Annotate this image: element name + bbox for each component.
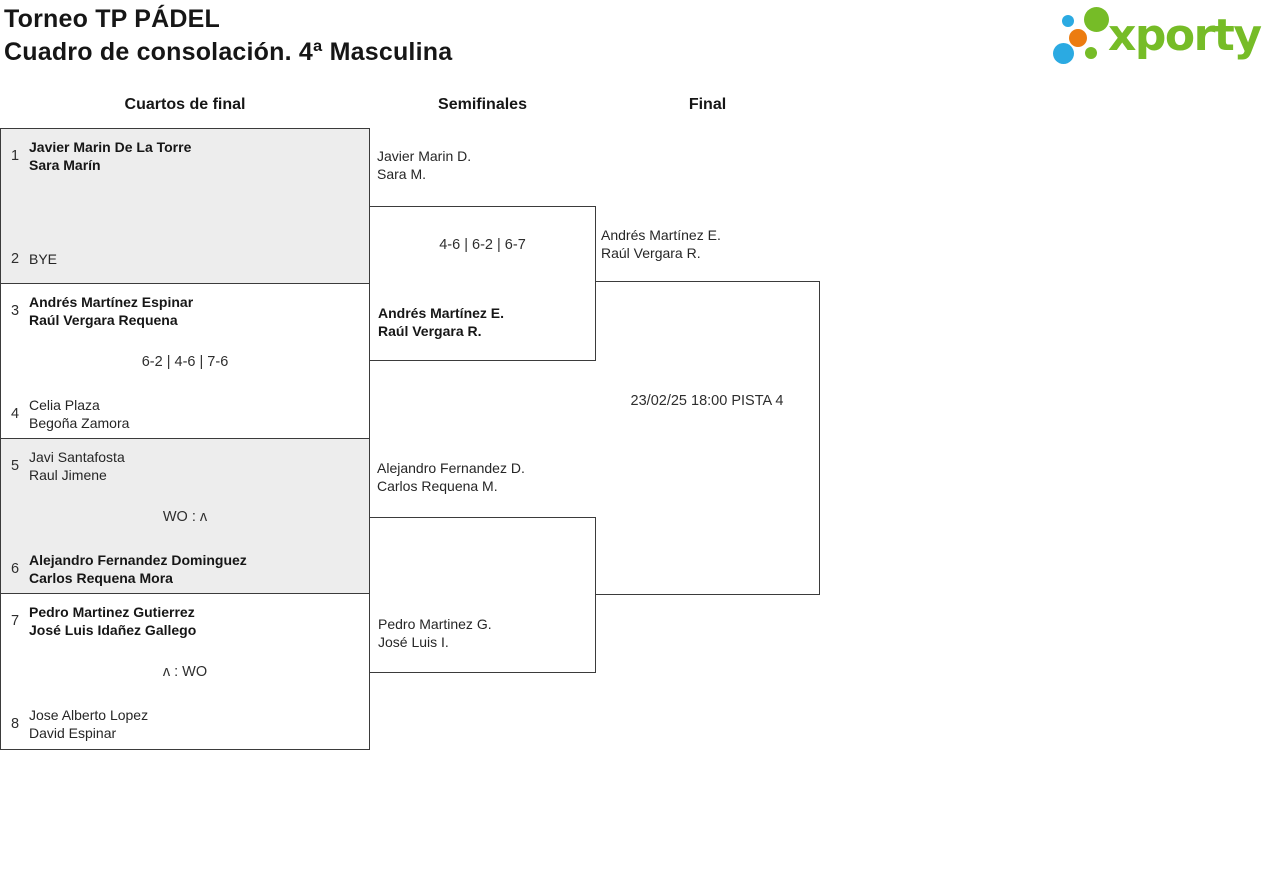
player-name: Sara M. <box>377 166 427 182</box>
seed-number: 2 <box>10 251 20 267</box>
player-name: Sara Marín <box>29 157 101 173</box>
player-name: Raúl Vergara R. <box>378 323 482 339</box>
logo-dot-green-small-icon <box>1085 47 1097 59</box>
final-top-team: Andrés Martínez E. Raúl Vergara R. <box>601 226 816 262</box>
player-name: Carlos Requena M. <box>377 478 498 494</box>
player-name: José Luis Idañez Gallego <box>29 622 197 638</box>
player-name: Carlos Requena Mora <box>29 570 173 586</box>
player-name: Jose Alberto Lopez <box>29 707 149 723</box>
team-names: Javi Santafosta Raul Jimene <box>29 448 359 484</box>
player-name: Raúl Vergara R. <box>601 245 701 261</box>
match-score <box>1 199 369 217</box>
brand-logo: xporty <box>1048 0 1280 72</box>
match-schedule: 23/02/25 18:00 PISTA 4 <box>630 393 784 409</box>
seed-number: 3 <box>10 303 20 319</box>
semifinal-match-2[interactable]: Pedro Martinez G. José Luis I. <box>369 517 596 673</box>
player-name: Raúl Vergara Requena <box>29 312 178 328</box>
player-name: Pedro Martinez G. <box>378 616 492 632</box>
round-header-final: Final <box>688 96 727 113</box>
logo-dot-orange-icon <box>1069 29 1087 47</box>
quarterfinal-match-2[interactable]: 3 Andrés Martínez Espinar Raúl Vergara R… <box>0 283 370 439</box>
round-header-quarterfinals: Cuartos de final <box>124 96 246 113</box>
match-score: WO : ʌ <box>162 509 208 525</box>
team-names: Andrés Martínez E. Raúl Vergara R. <box>378 304 588 340</box>
team-names: Jose Alberto Lopez David Espinar <box>29 706 359 742</box>
seed-number: 7 <box>10 613 20 629</box>
player-name: Pedro Martinez Gutierrez <box>29 604 195 620</box>
player-name: Andrés Martínez Espinar <box>29 294 194 310</box>
logo-dot-blue-small-icon <box>1062 15 1074 27</box>
team-names: BYE <box>29 241 359 277</box>
quarterfinal-match-1[interactable]: 1 Javier Marin De La Torre Sara Marín 2 … <box>0 128 370 284</box>
brand-wordmark: xporty <box>1108 10 1262 61</box>
bracket-subtitle: Cuadro de consolación. 4ª Masculina <box>4 38 453 66</box>
semifinal-match-1[interactable]: 4-6 | 6-2 | 6-7 Andrés Martínez E. Raúl … <box>369 206 596 361</box>
seed-number: 5 <box>10 458 20 474</box>
player-name: Javier Marin D. <box>377 148 472 164</box>
seed-number: 1 <box>10 148 20 164</box>
final-match[interactable]: 23/02/25 18:00 PISTA 4 <box>595 281 820 595</box>
player-name: Celia Plaza <box>29 397 100 413</box>
player-name: David Espinar <box>29 725 117 741</box>
round-header-semifinals: Semifinales <box>438 96 527 113</box>
semifinal-1-top-team: Javier Marin D. Sara M. <box>377 147 592 183</box>
player-name: Begoña Zamora <box>29 415 130 431</box>
team-names: Javier Marin De La Torre Sara Marín <box>29 138 359 174</box>
match-score: 6-2 | 4-6 | 7-6 <box>141 354 229 370</box>
quarterfinal-match-3[interactable]: 5 Javi Santafosta Raul Jimene WO : ʌ 6 A… <box>0 438 370 594</box>
team-names: Andrés Martínez Espinar Raúl Vergara Req… <box>29 293 359 329</box>
player-name: Javier Marin De La Torre <box>29 139 192 155</box>
team-names: Pedro Martinez Gutierrez José Luis Idañe… <box>29 603 359 639</box>
seed-number: 8 <box>10 716 20 732</box>
player-name: Javi Santafosta <box>29 449 125 465</box>
player-name: Alejandro Fernandez Dominguez <box>29 552 247 568</box>
quarterfinal-match-4[interactable]: 7 Pedro Martinez Gutierrez José Luis Ida… <box>0 593 370 750</box>
seed-number: 6 <box>10 561 20 577</box>
team-names: Celia Plaza Begoña Zamora <box>29 396 359 432</box>
player-name: Raul Jimene <box>29 467 107 483</box>
player-name: BYE <box>29 251 58 267</box>
semifinal-2-top-team: Alejandro Fernandez D. Carlos Requena M. <box>377 459 592 495</box>
player-name: Alejandro Fernandez D. <box>377 460 525 476</box>
logo-dot-green-large-icon <box>1084 7 1109 32</box>
team-names: Alejandro Fernandez Dominguez Carlos Req… <box>29 551 359 587</box>
tournament-name: Torneo TP PÁDEL <box>4 5 220 33</box>
logo-dot-blue-large-icon <box>1053 43 1074 64</box>
seed-number: 4 <box>10 406 20 422</box>
match-score: ʌ : WO <box>162 664 208 680</box>
player-name: José Luis I. <box>378 634 449 650</box>
player-name: Andrés Martínez E. <box>601 227 721 243</box>
match-score: 4-6 | 6-2 | 6-7 <box>439 237 526 253</box>
team-names: Pedro Martinez G. José Luis I. <box>378 615 588 651</box>
player-name: Andrés Martínez E. <box>378 305 505 321</box>
page-title: Torneo TP PÁDEL Cuadro de consolación. 4… <box>4 3 452 69</box>
match-score <box>370 548 595 566</box>
